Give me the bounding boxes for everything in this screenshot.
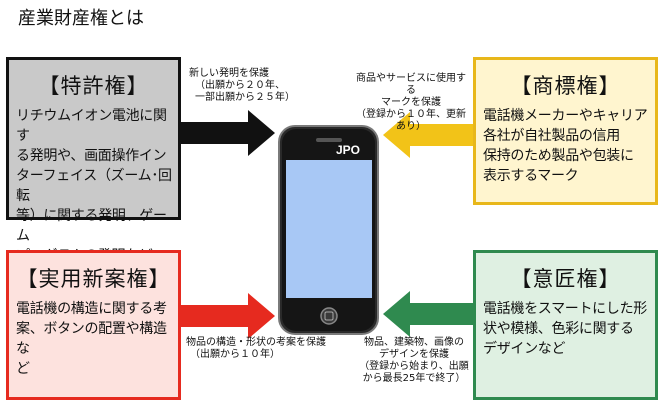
jpo-logo: JPO [336, 143, 360, 157]
design-desc-line: 電話機をスマートにした形 [483, 301, 647, 317]
trademark-arrow [383, 112, 473, 158]
design-note: 物品、建築物、画像の デザインを保護 （登録から始まり、出願 から最長25年で終… [358, 337, 470, 385]
utility-model-note-line: （出願から１０年） [190, 349, 280, 360]
utility-model-note: 物品の構造・形状の考案を保護 （出願から１０年） [186, 337, 326, 361]
trademark-desc-line: 保持のため製品や包装に [483, 148, 634, 164]
design-note-line: デザインを保護 [379, 349, 449, 360]
trademark-note-line: マークを保護 [381, 97, 441, 108]
design-arrow [383, 291, 473, 337]
utility-model-desc-line: 案、ボタンの配置や構造な [16, 321, 167, 357]
trademark-heading: 【商標権】 [510, 74, 621, 98]
home-button-icon [320, 307, 338, 325]
utility-model-box: 【実用新案権】 電話機の構造に関する考 案、ボタンの配置や構造な ど [6, 250, 181, 400]
design-desc-line: デザインなど [483, 341, 566, 357]
smartphone-illustration: JPO [278, 125, 379, 335]
patent-arrow [181, 110, 275, 156]
utility-model-arrow [181, 293, 275, 339]
trademark-note: 商品やサービスに使用する マークを保護 （登録から１０年、更新あり） [352, 73, 470, 133]
patent-note-line: 一部出願から２５年） [195, 92, 295, 103]
phone-screen [286, 160, 372, 298]
trademark-desc-line: 各社が自社製品の信用 [483, 128, 620, 144]
trademark-description: 電話機メーカーやキャリア 各社が自社製品の信用 保持のため製品や包装に 表示する… [483, 106, 655, 186]
design-heading: 【意匠権】 [510, 267, 621, 291]
design-note-line: （登録から始まり、出願 [359, 361, 469, 372]
patent-desc-line: リチウムイオン電池に関す [16, 108, 167, 144]
patent-note: 新しい発明を保護 （出願から２０年、 一部出願から２５年） [189, 68, 295, 104]
utility-model-note-line: 物品の構造・形状の考案を保護 [186, 337, 326, 348]
patent-desc-line: 等）に関する発明、ゲーム [16, 208, 167, 244]
trademark-box: 【商標権】 電話機メーカーやキャリア 各社が自社製品の信用 保持のため製品や包装… [473, 57, 658, 205]
trademark-desc-line: 表示するマーク [483, 168, 579, 184]
design-description: 電話機をスマートにした形 状や模様、色彩に関する デザインなど [483, 299, 655, 359]
trademark-desc-line: 電話機メーカーやキャリア [483, 108, 648, 124]
design-desc-line: 状や模様、色彩に関する [483, 321, 634, 337]
utility-model-desc-line: ど [16, 361, 30, 377]
patent-heading: 【特許権】 [38, 74, 149, 98]
page-title: 産業財産権とは [18, 8, 144, 29]
patent-box: 【特許権】 リチウムイオン電池に関す る発明や、画面操作イン ターフェイス（ズー… [6, 57, 181, 264]
trademark-note-line: （登録から１０年、更新あり） [356, 109, 466, 132]
patent-note-line: 新しい発明を保護 [189, 68, 269, 79]
utility-model-description: 電話機の構造に関する考 案、ボタンの配置や構造な ど [16, 299, 178, 379]
design-note-line: から最長25年で終了） [362, 373, 466, 384]
patent-note-line: （出願から２０年、 [195, 80, 285, 91]
utility-model-heading: 【実用新案権】 [16, 267, 171, 291]
design-note-line: 物品、建築物、画像の [364, 337, 464, 348]
patent-desc-line: ターフェイス（ズーム･回転 [16, 168, 172, 204]
trademark-note-line: 商品やサービスに使用する [356, 73, 466, 96]
design-box: 【意匠権】 電話機をスマートにした形 状や模様、色彩に関する デザインなど [473, 250, 658, 400]
utility-model-desc-line: 電話機の構造に関する考 [16, 301, 167, 317]
patent-desc-line: る発明や、画面操作イン [16, 148, 167, 164]
